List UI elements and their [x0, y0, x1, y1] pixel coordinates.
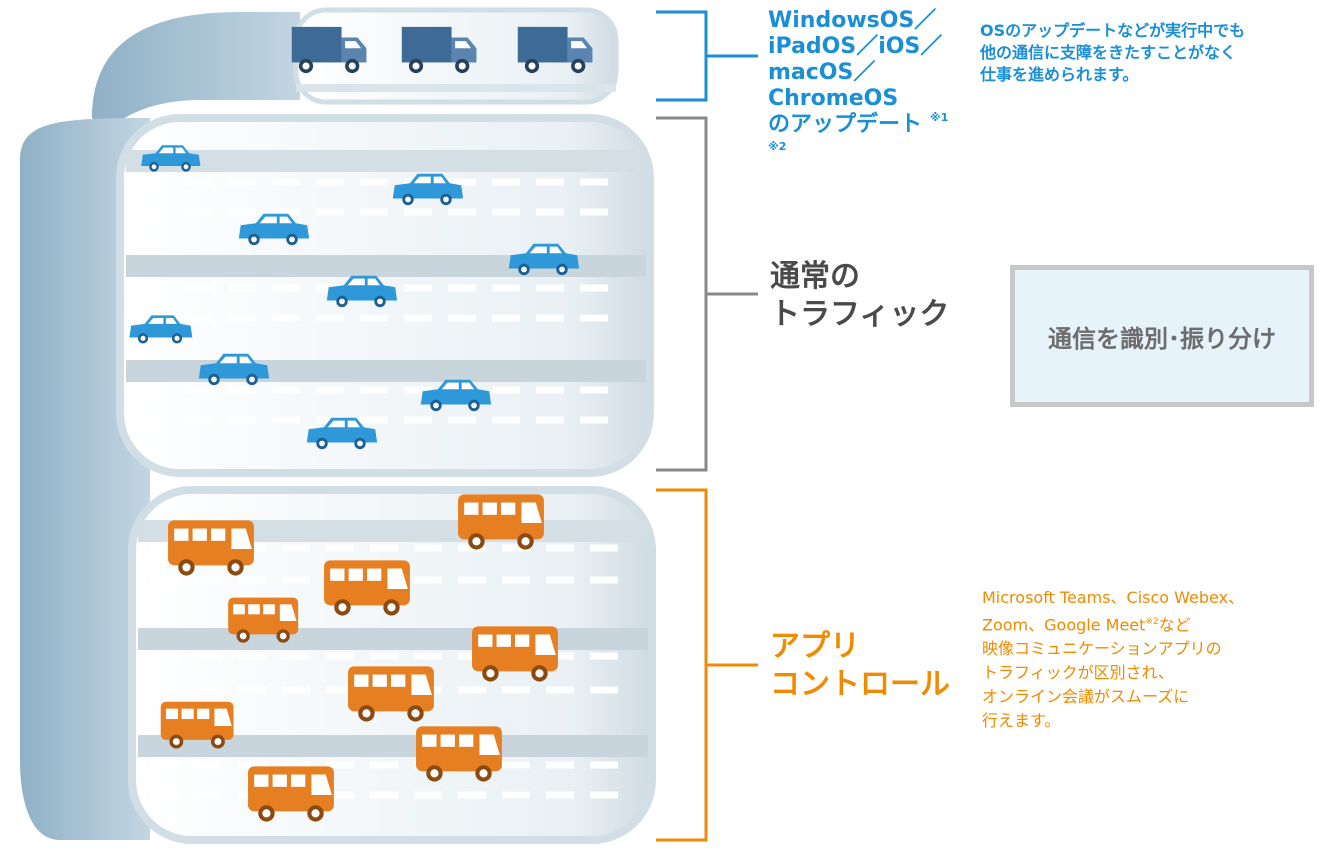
connecting-pipe	[92, 12, 300, 130]
os-update-title: WindowsOS／ iPadOS／iOS／ macOS／ ChromeOS の…	[768, 8, 949, 153]
os-update-description: OSのアップデートなどが実行中でも 他の通信に支障をきたすことがなく 仕事を進め…	[980, 21, 1246, 84]
app-control-title: アプリ コントロール	[770, 629, 950, 702]
os-update-tube	[291, 7, 619, 105]
identify-box-label: 通信を識別･振り分け	[1048, 324, 1276, 353]
bracket-app	[656, 488, 758, 842]
os-update-note: ※1 ※2	[768, 111, 949, 153]
app-control-note: ※2	[1145, 617, 1159, 627]
normal-traffic-title: 通常の トラフィック	[770, 259, 950, 332]
app-control-description: Microsoft Teams、Cisco Webex、 Zoom、Google…	[982, 588, 1245, 731]
identify-box: 通信を識別･振り分け	[1010, 265, 1314, 407]
bracket-normal	[656, 116, 758, 472]
normal-traffic-tube	[116, 114, 654, 477]
bracket-os	[656, 10, 758, 102]
app-control-tube	[128, 486, 656, 844]
